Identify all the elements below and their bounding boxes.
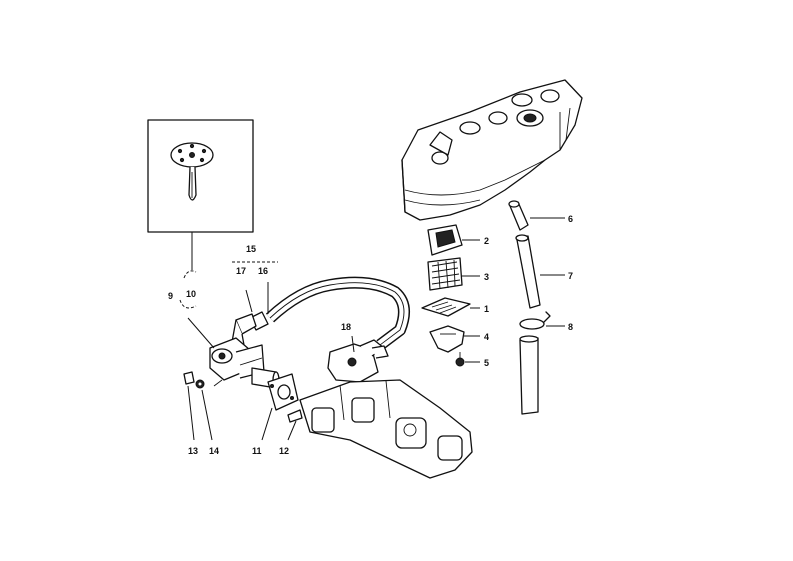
part-12-stud: [287, 409, 303, 441]
part-3-filter: [427, 257, 480, 291]
callout-17: 17: [236, 266, 246, 276]
callout-6: 6: [568, 214, 573, 224]
callout-9: 9: [168, 291, 173, 301]
callout-7: 7: [568, 271, 573, 281]
part-16-hose: [265, 276, 410, 350]
callout-5: 5: [484, 358, 489, 368]
callout-3: 3: [484, 272, 489, 282]
intake-manifold: [299, 379, 473, 479]
callout-13: 13: [188, 446, 198, 456]
part-2-bracket: [427, 224, 480, 256]
breather-hose-upper: [508, 200, 565, 231]
callout-16: 16: [258, 266, 268, 276]
lower-hose: [519, 335, 539, 415]
callout-10: 10: [186, 289, 196, 299]
callout-15: 15: [246, 244, 256, 254]
callout-18: 18: [341, 322, 351, 332]
callout-1: 1: [484, 304, 489, 314]
parts-13-14-nut-washer: [183, 371, 213, 441]
callout-11: 11: [252, 446, 262, 456]
detail-inset: [147, 119, 254, 309]
callout-2: 2: [484, 236, 489, 246]
valve-cover: [401, 79, 583, 221]
valve-body: [187, 317, 280, 389]
part-11-gasket: [261, 373, 299, 441]
part-5-screw: [455, 352, 480, 367]
callout-14: 14: [209, 446, 219, 456]
callout-8: 8: [568, 322, 573, 332]
part-8-clamp: [519, 311, 565, 330]
callout-12: 12: [279, 446, 289, 456]
part-18-fitting: [327, 335, 389, 383]
part-1-plate: [421, 297, 480, 317]
part-4-cover: [429, 325, 480, 353]
callout-4: 4: [484, 332, 489, 342]
part-7-hose: [515, 234, 565, 309]
